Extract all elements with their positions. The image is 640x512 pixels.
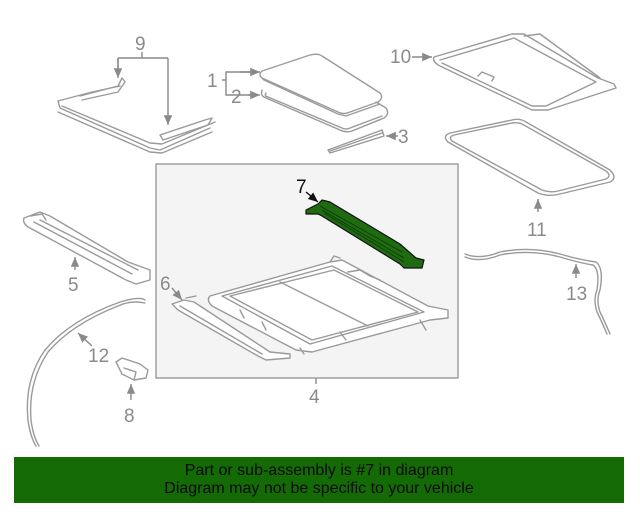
callout-12[interactable]: 12 [88,346,109,367]
part-5-rail[interactable] [22,211,151,285]
callout-5[interactable]: 5 [68,275,79,296]
callout-2[interactable]: 2 [231,87,242,108]
banner-line-1: Part or sub-assembly is #7 in diagram [184,462,454,479]
part-11-seal[interactable] [444,118,615,196]
callout-10[interactable]: 10 [390,47,411,68]
callout-7[interactable]: 7 [296,177,307,198]
callout-9[interactable]: 9 [135,34,146,55]
part-13-hose[interactable] [464,248,611,335]
part-2-seal[interactable] [260,89,389,133]
callout-4[interactable]: 4 [309,387,320,408]
part-12-hose[interactable] [26,297,146,447]
part-8-connector[interactable] [115,357,149,381]
banner-line-2: Diagram may not be specific to your vehi… [164,480,474,497]
part-6-rod[interactable] [171,295,291,361]
callout-6[interactable]: 6 [160,274,171,295]
part-9-rails[interactable] [57,77,216,154]
callout-8[interactable]: 8 [124,406,135,427]
info-banner: Part or sub-assembly is #7 in diagram Di… [14,457,624,503]
parts-diagram: 4 9 1 2 3 10 11 [22,33,617,447]
sunroof-housing-frame[interactable] [207,255,449,355]
callout-11[interactable]: 11 [527,220,547,241]
part-7-highlighted[interactable] [305,199,425,269]
callout-13[interactable]: 13 [566,284,587,305]
callout-3[interactable]: 3 [398,127,409,148]
part-3-strip[interactable] [327,129,385,154]
part-10-sunshade[interactable] [432,33,617,111]
callout-1[interactable]: 1 [207,71,218,92]
part-1-glass[interactable] [259,53,383,117]
